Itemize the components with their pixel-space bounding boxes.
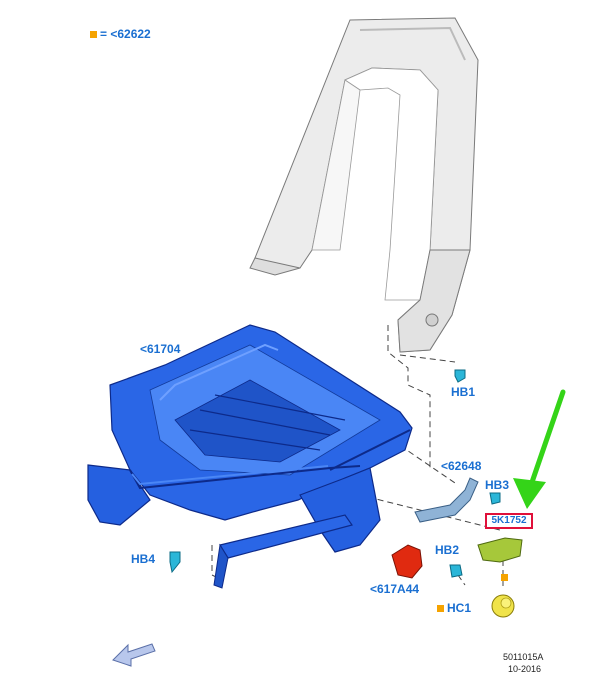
arrow-down-left-icon xyxy=(112,643,156,667)
knob-part[interactable] xyxy=(491,594,515,618)
orange-marker-knob xyxy=(501,574,508,581)
fasteners[interactable] xyxy=(169,369,501,578)
drawing-code: 5011015A xyxy=(503,652,544,662)
seat-cushion-frame[interactable] xyxy=(87,324,413,589)
callout-hb2[interactable]: HB2 xyxy=(435,543,460,557)
motor-part[interactable] xyxy=(391,544,423,579)
green-arrow-icon xyxy=(513,389,566,509)
callout-motor[interactable]: <617A44 xyxy=(370,582,420,596)
legend-text: = <62622 xyxy=(100,27,151,41)
bracket-part[interactable] xyxy=(414,477,479,523)
callout-seat-track[interactable]: <61704 xyxy=(140,342,181,356)
legend: = <62622 xyxy=(90,27,151,41)
callout-hc1[interactable]: HC1 xyxy=(437,601,471,615)
callout-highlighted-part[interactable]: 5K1752 xyxy=(485,513,533,529)
callout-hb1[interactable]: HB1 xyxy=(451,385,476,399)
drawing-date: 10-2016 xyxy=(508,664,542,674)
callout-hc1-text: HC1 xyxy=(447,601,472,615)
legend-marker-icon xyxy=(90,31,97,39)
trim-cover-part[interactable] xyxy=(477,537,523,563)
callout-hb4[interactable]: HB4 xyxy=(131,552,156,566)
callout-hb3[interactable]: HB3 xyxy=(485,478,510,492)
callout-bracket[interactable]: <62648 xyxy=(441,459,482,473)
seat-back-frame[interactable] xyxy=(249,17,479,353)
hc1-marker-icon xyxy=(437,605,444,613)
